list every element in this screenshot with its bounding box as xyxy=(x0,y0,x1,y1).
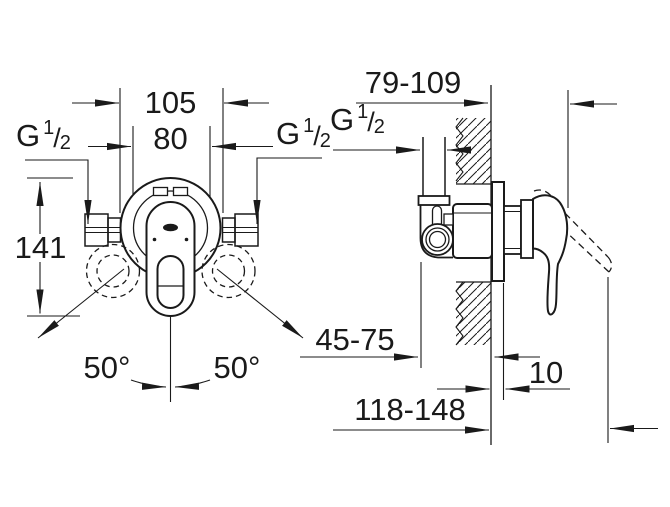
supply-connection xyxy=(417,137,454,259)
thread-sup: 1 xyxy=(357,101,369,123)
front-view xyxy=(25,88,322,402)
dim-label-wall-to-lever: 79-109 xyxy=(364,65,462,100)
thread-base: G xyxy=(330,102,355,137)
front-extension-lines xyxy=(27,88,224,317)
dim-label-angle-right: 50° xyxy=(213,350,261,385)
screw-dot-left xyxy=(152,237,157,242)
escutcheon-plate-side xyxy=(491,181,505,282)
thread-slash: / xyxy=(313,121,321,151)
thread-leader-left xyxy=(25,159,92,224)
thread-sub: 2 xyxy=(319,130,331,152)
handle-grip-oval xyxy=(156,255,185,309)
thread-sub: 2 xyxy=(59,132,71,154)
valve-body xyxy=(443,203,493,259)
thread-sup: 1 xyxy=(303,115,315,137)
handle-logo-mark xyxy=(163,223,178,232)
dim-label-plate-min: 10 xyxy=(528,355,564,390)
dim-label-wall-to-lever-raised: 118-148 xyxy=(354,392,466,427)
thread-slash: / xyxy=(367,107,375,137)
thread-sub: 2 xyxy=(373,116,385,138)
dim-label-angle-left: 50° xyxy=(83,350,131,385)
thread-slash: / xyxy=(53,123,61,153)
thread-leader-right xyxy=(253,157,322,224)
side-unions xyxy=(84,213,259,247)
screw-dot-right xyxy=(184,237,189,242)
dim-label-outer-width: 105 xyxy=(144,85,197,120)
lever-handle-side xyxy=(532,194,569,316)
wall-section xyxy=(455,85,492,445)
dim-79-109-lines xyxy=(356,99,617,108)
thread-base: G xyxy=(276,116,301,151)
dim-118-148-lines xyxy=(333,424,658,434)
side-extension-lines xyxy=(420,90,609,443)
angle-rays xyxy=(37,268,304,390)
thread-base: G xyxy=(16,118,41,153)
dim-label-height: 141 xyxy=(14,230,67,265)
cartridge-sleeve xyxy=(503,199,534,259)
dim-label-wall-to-connection: 45-75 xyxy=(315,322,395,357)
rosette-tabs xyxy=(152,186,189,197)
handle-swing-positions xyxy=(85,243,256,299)
thread-sup: 1 xyxy=(43,117,55,139)
dim-label-inner-width: 80 xyxy=(153,121,188,156)
supply-pipe xyxy=(422,137,446,196)
side-view xyxy=(300,85,658,445)
